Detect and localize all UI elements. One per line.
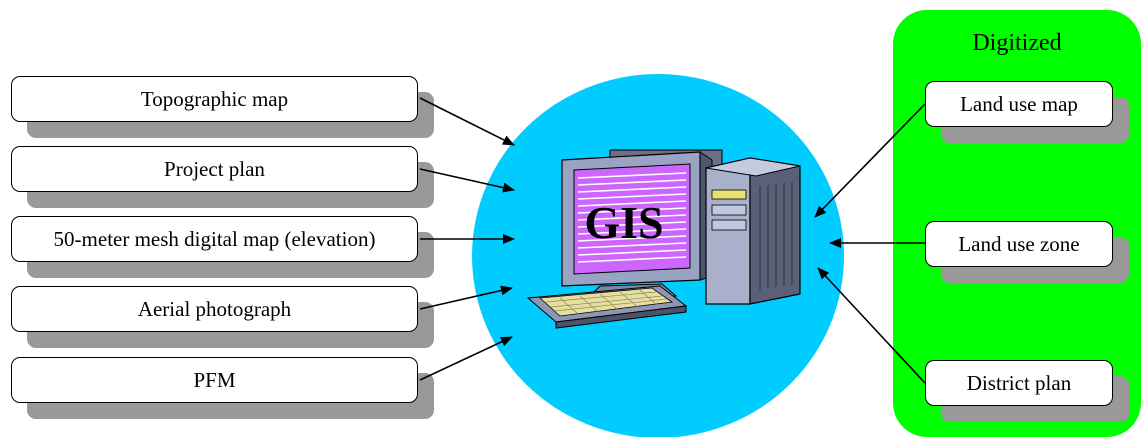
input-box-topographic-map: Topographic map — [11, 76, 434, 138]
computer-icon — [526, 149, 801, 329]
input-box-pfm: PFM — [11, 357, 434, 419]
digitized-label: District plan — [925, 360, 1113, 406]
digitized-box-land-use-map: Land use map — [925, 81, 1129, 143]
input-box-elevation-map: 50-meter mesh digital map (elevation) — [11, 216, 434, 278]
arrow-project-plan — [419, 168, 515, 193]
arrow-pfm — [419, 336, 513, 381]
gis-label: GIS — [584, 197, 663, 248]
input-label: Project plan — [11, 146, 418, 192]
input-label: Aerial photograph — [11, 286, 418, 332]
digitized-box-district-plan: District plan — [925, 360, 1129, 422]
input-box-project-plan: Project plan — [11, 146, 434, 208]
input-box-aerial-photograph: Aerial photograph — [11, 286, 434, 348]
input-label: PFM — [11, 357, 418, 403]
input-label: Topographic map — [11, 76, 418, 122]
arrow-district-plan — [817, 267, 926, 384]
arrow-aerial — [419, 285, 513, 310]
digitized-title: Digitized — [972, 30, 1062, 56]
digitized-label: Land use zone — [925, 221, 1113, 267]
arrow-topographic — [419, 97, 515, 146]
input-label: 50-meter mesh digital map (elevation) — [11, 216, 418, 262]
arrow-land-use-map — [814, 103, 926, 218]
digitized-box-land-use-zone: Land use zone — [925, 221, 1129, 283]
digitized-label: Land use map — [925, 81, 1113, 127]
